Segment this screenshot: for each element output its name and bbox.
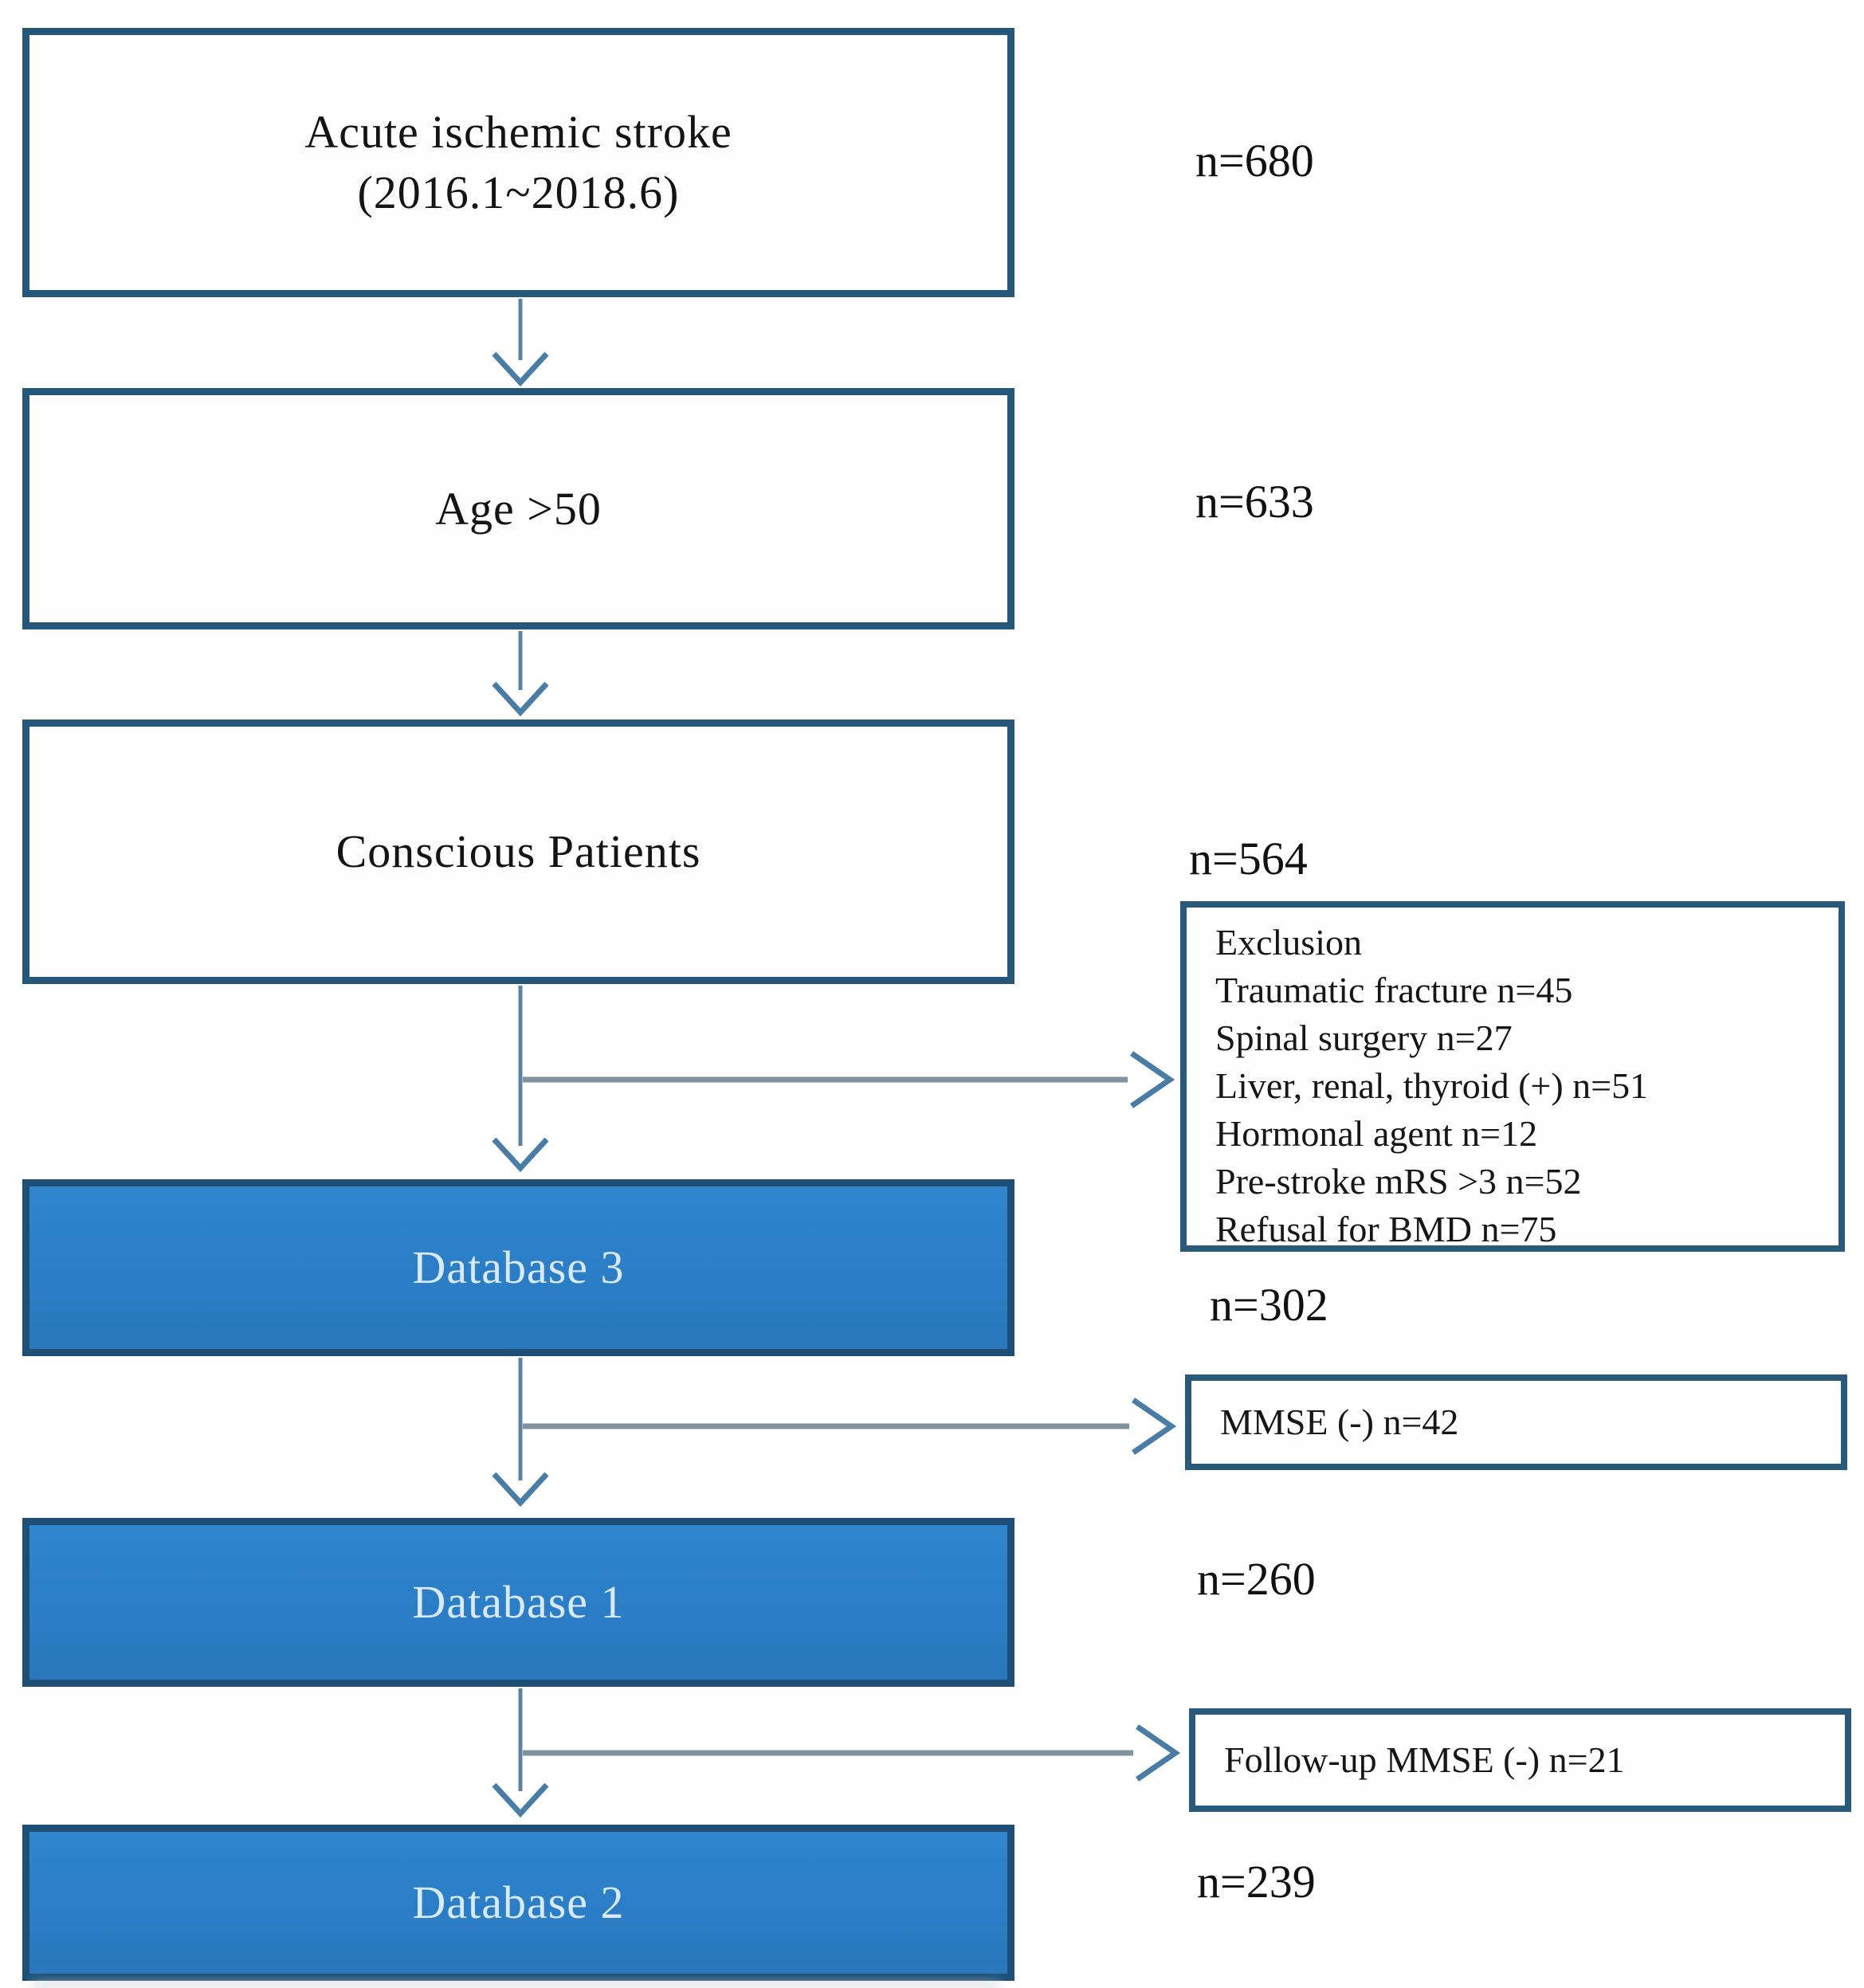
node-age-over-50: Age >50 (22, 388, 1014, 629)
count-database-2: n=239 (1197, 1856, 1316, 1908)
node-conscious-patients: Conscious Patients (22, 720, 1014, 984)
arrow-stroke-to-age (492, 299, 549, 387)
arrow-db3-to-db1 (492, 1358, 1177, 1508)
exclusion-note-box: Exclusion Traumatic fracture n=45 Spinal… (1180, 901, 1845, 1252)
arrow-conscious-to-db3 (492, 986, 1175, 1173)
exclusion-item: Spinal surgery n=27 (1215, 1018, 1513, 1058)
arrow-right-icon (1130, 1051, 1175, 1108)
arrow-db1-to-db2 (492, 1688, 1181, 1818)
exclusion-item: Refusal for BMD n=75 (1215, 1209, 1557, 1249)
node-database-1: Database 1 (22, 1518, 1014, 1687)
arrow-down-icon (492, 1137, 549, 1173)
bottom-shadow-artifact (32, 1981, 1000, 1988)
mmse-note-text: MMSE (-) n=42 (1220, 1402, 1459, 1442)
node-label: Database 1 (412, 1576, 625, 1628)
mmse-note-box: MMSE (-) n=42 (1185, 1374, 1847, 1470)
arrow-down-icon (492, 351, 549, 387)
exclusion-title: Exclusion (1215, 922, 1362, 963)
node-label: Conscious Patients (336, 825, 701, 877)
count-age-over-50: n=633 (1195, 476, 1314, 527)
arrow-right-icon (1132, 1398, 1177, 1455)
arrow-down-icon (492, 1782, 549, 1818)
arrow-age-to-conscious (492, 631, 549, 717)
count-acute-ischemic-stroke: n=680 (1195, 135, 1314, 186)
count-database-3: n=302 (1210, 1279, 1328, 1331)
node-database-3: Database 3 (22, 1179, 1014, 1356)
exclusion-item: Traumatic fracture n=45 (1215, 970, 1573, 1010)
arrow-down-icon (492, 1472, 549, 1508)
node-database-2: Database 2 (22, 1825, 1014, 1981)
exclusion-item: Liver, renal, thyroid (+) n=51 (1215, 1065, 1649, 1106)
node-label: Acute ischemic stroke (304, 106, 732, 158)
followup-mmse-note-text: Follow-up MMSE (-) n=21 (1224, 1739, 1625, 1780)
arrow-down-icon (492, 681, 549, 717)
node-label: Database 2 (412, 1876, 625, 1928)
count-conscious-patients: n=564 (1189, 833, 1308, 884)
count-database-1: n=260 (1197, 1553, 1316, 1605)
arrow-right-icon (1136, 1724, 1181, 1782)
followup-mmse-note-box: Follow-up MMSE (-) n=21 (1189, 1708, 1851, 1812)
exclusion-item: Pre-stroke mRS >3 n=52 (1215, 1161, 1582, 1202)
node-label: Database 3 (412, 1241, 625, 1293)
node-label: (2016.1~2018.6) (357, 167, 680, 218)
exclusion-item: Hormonal agent n=12 (1215, 1113, 1538, 1154)
node-acute-ischemic-stroke: Acute ischemic stroke (2016.1~2018.6) (22, 28, 1014, 297)
node-label: Age >50 (435, 482, 602, 535)
